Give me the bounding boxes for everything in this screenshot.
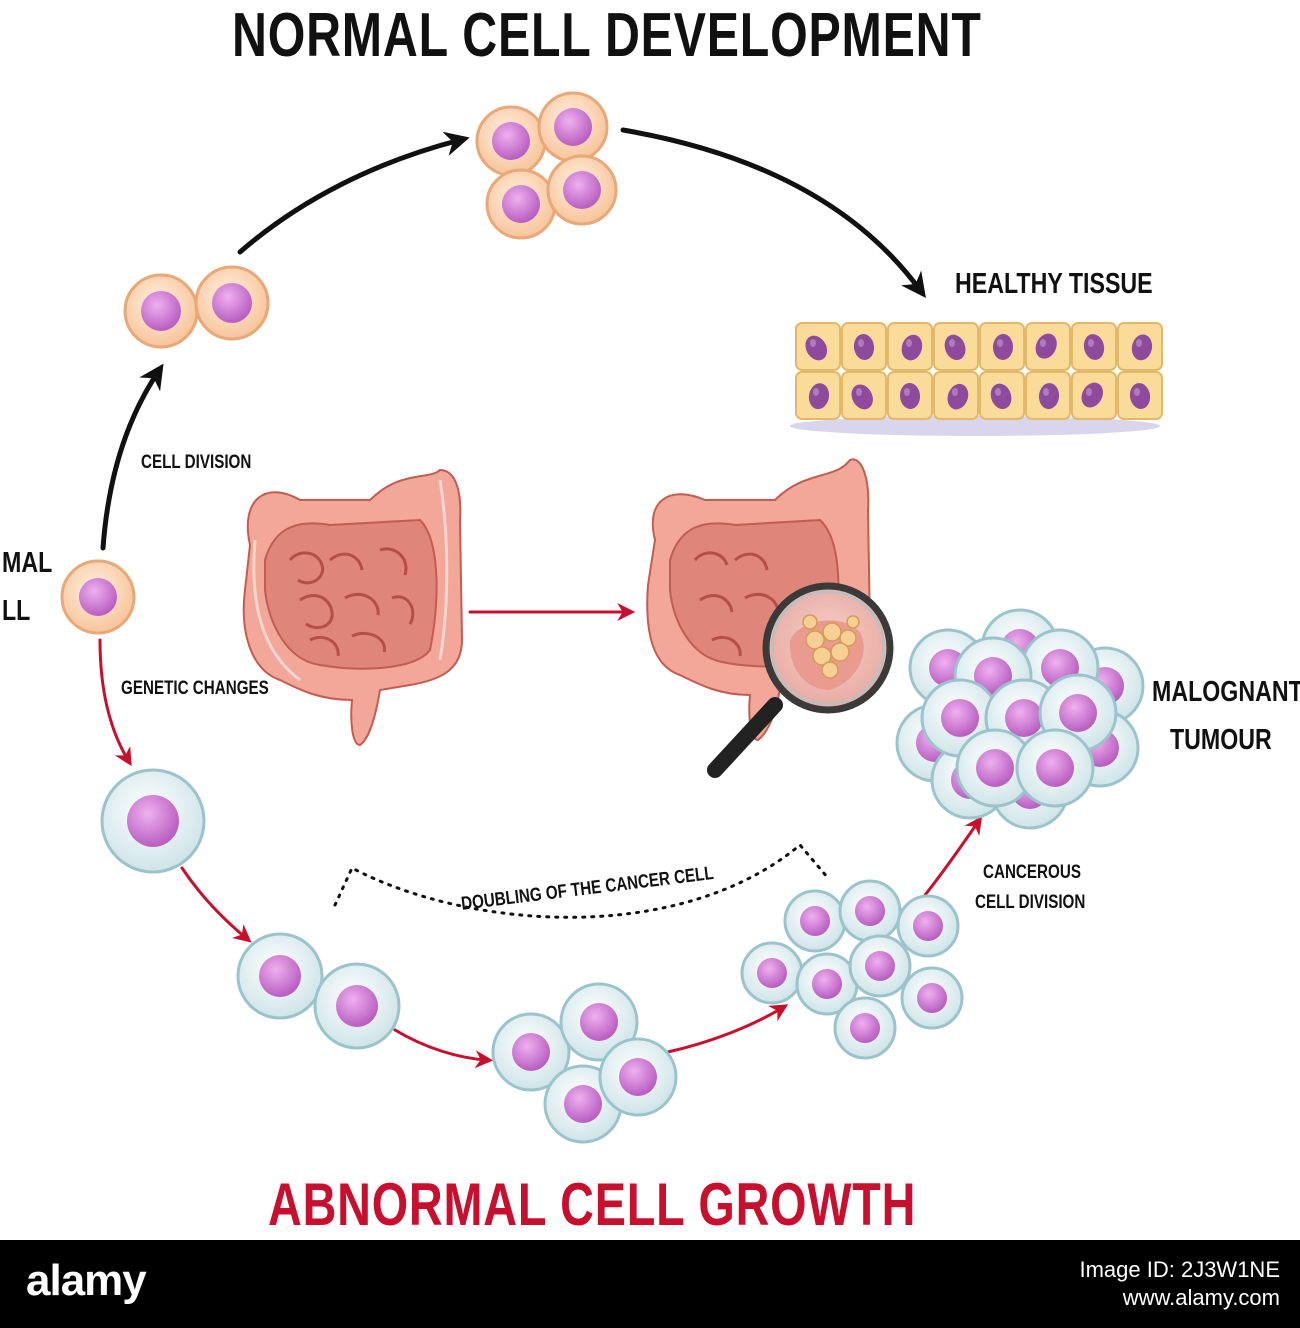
label-healthy-tissue: HEALTHY TISSUE: [955, 268, 1153, 300]
arrow-to-tumour: [923, 816, 983, 897]
tissue-cell: [887, 371, 933, 420]
title-abnormal-cell-growth: ABNORMAL CELL GROWTH: [268, 1171, 917, 1238]
tissue-cell: [1025, 371, 1071, 420]
healthy-tissue-graphic: [790, 322, 1163, 436]
normal-two-cells: [123, 265, 270, 349]
label-cancerous-line1: CANCEROUS: [983, 862, 1081, 883]
cancer-cell: [740, 941, 804, 1005]
mutated-cell: [100, 768, 206, 874]
label-normal-cell-line2: LL: [2, 595, 31, 627]
cancer-cell: [848, 934, 912, 998]
watermark-footer: alamy Image ID: 2J3W1NE www.alamy.com: [0, 1240, 1300, 1328]
tissue-cell: [887, 322, 933, 371]
tissue-cell: [795, 371, 841, 420]
cancer-cell-cluster: [740, 879, 964, 1060]
label-cell-division: CELL DIVISION: [141, 452, 252, 473]
normal-path-arrows: [100, 127, 926, 551]
tissue-cell: [1117, 322, 1163, 371]
normal-four-cells: [475, 91, 618, 240]
label-malignant-line2: TUMOUR: [1170, 724, 1272, 756]
intestine-illustration: [242, 468, 464, 747]
image-id-text: Image ID: 2J3W1NE: [1079, 1257, 1280, 1282]
cell-development-diagram: [60, 91, 1163, 1144]
title-normal-cell-development: NORMAL CELL DEVELOPMENT: [232, 1, 982, 70]
arrow-to-two-cancer-cells: [180, 866, 252, 943]
arrow-to-mutated-cell: [98, 638, 132, 767]
cancer-cell: [838, 879, 902, 943]
magnifying-glass: [707, 582, 894, 778]
tumour-cell: [1015, 728, 1095, 808]
tissue-cell: [979, 371, 1025, 420]
tissue-cell: [1071, 322, 1117, 371]
arrow-to-four-cancer-cells: [393, 1028, 494, 1069]
malignant-tumour-graphic: [895, 608, 1145, 830]
image-id-block: Image ID: 2J3W1NE www.alamy.com: [1079, 1256, 1280, 1311]
alamy-logo: alamy: [26, 1256, 147, 1305]
tissue-cell: [841, 322, 887, 371]
image-url-text: www.alamy.com: [1122, 1284, 1280, 1310]
arrow-to-four-cells: [237, 131, 470, 255]
two-cancer-cells: [236, 932, 401, 1050]
arrow-to-healthy-tissue: [620, 127, 926, 299]
label-cancerous-line2: CELL DIVISION: [975, 892, 1086, 913]
tissue-cell: [1071, 371, 1117, 420]
arrow-to-cluster: [666, 1004, 789, 1054]
four-cancer-cells: [491, 982, 678, 1144]
label-malignant-line1: MALOGNANT: [1152, 676, 1300, 708]
tissue-cell: [1025, 322, 1071, 371]
abnormal-path-arrows: [98, 603, 983, 1069]
arrow-to-two-cells: [100, 363, 164, 551]
doubling-bracket: [333, 842, 830, 919]
tissue-cell: [841, 371, 887, 420]
tissue-cell: [979, 322, 1025, 371]
tissue-cell: [795, 322, 841, 371]
tissue-cell: [933, 322, 979, 371]
tissue-cell: [1117, 371, 1163, 420]
cancer-cell: [896, 894, 960, 958]
normal-single-cell: [60, 559, 136, 635]
cancer-cell: [900, 966, 964, 1030]
cancer-cell: [783, 889, 847, 953]
label-genetic-changes: GENETIC CHANGES: [121, 678, 269, 699]
label-normal-cell-line1: MAL: [2, 547, 53, 579]
cancer-cell: [833, 996, 897, 1060]
tissue-cell: [933, 371, 979, 420]
